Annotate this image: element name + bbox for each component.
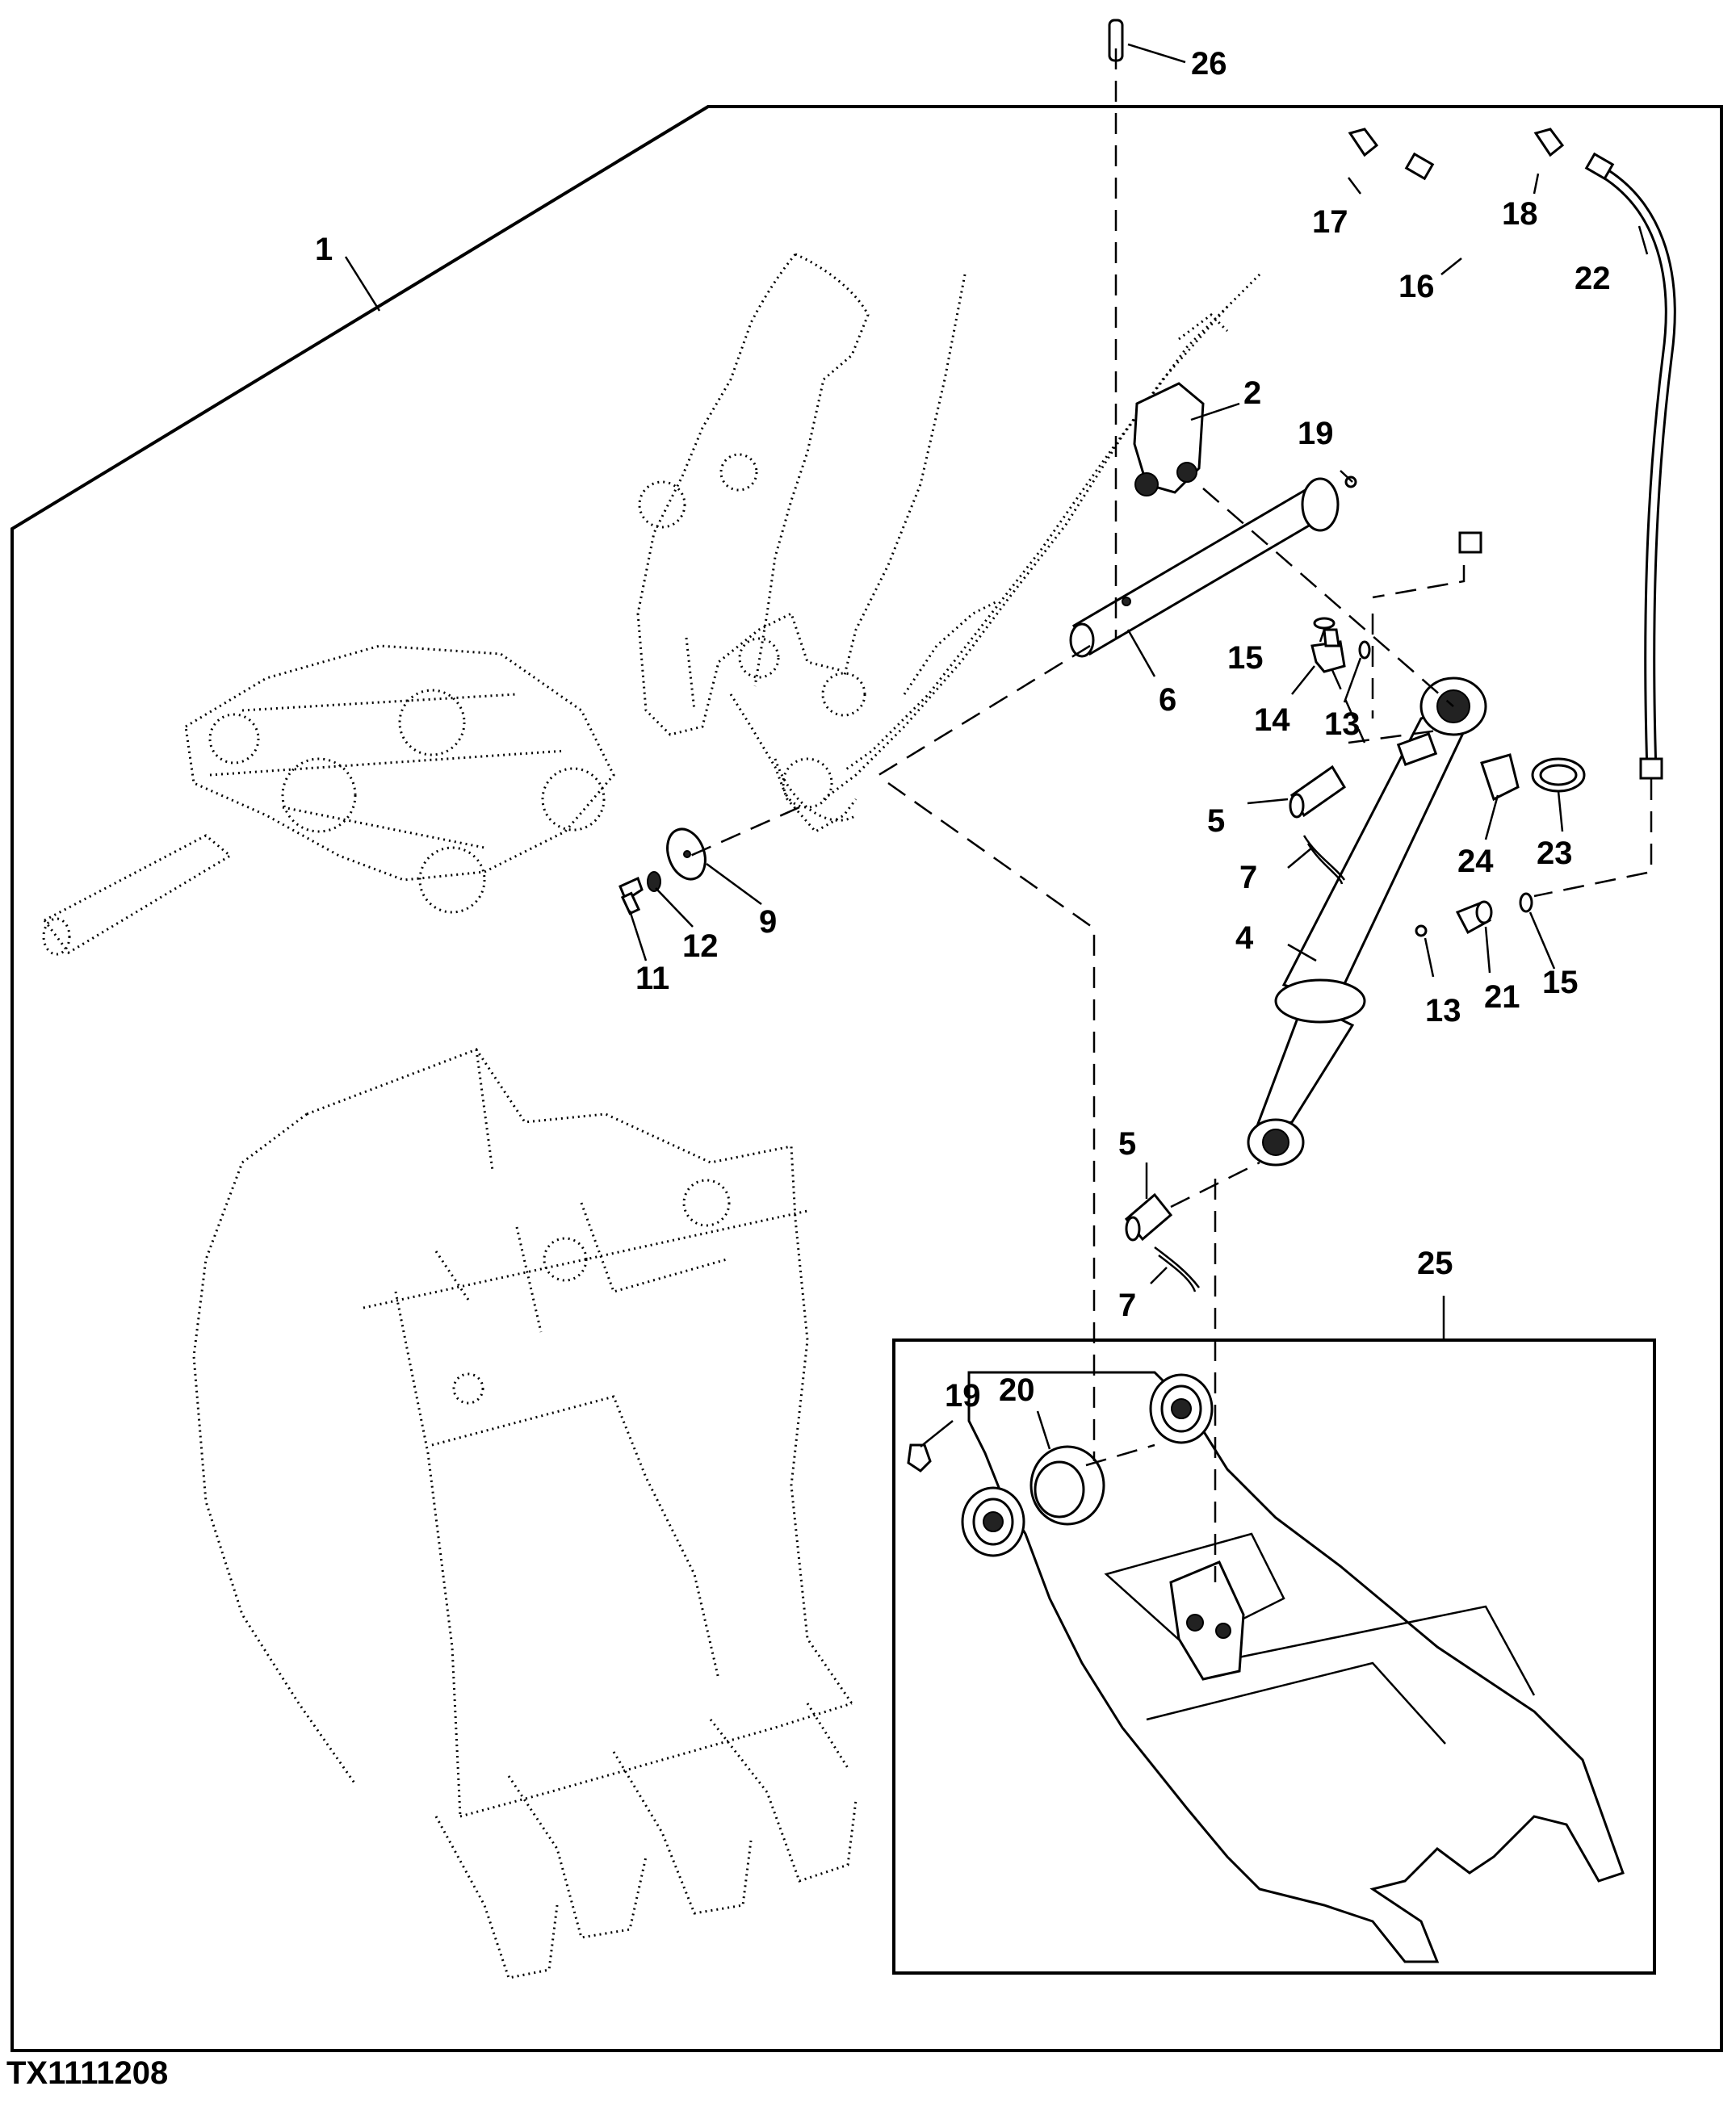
bushing-20 [1029, 1445, 1105, 1526]
callout-labels: 26 1 2 19 6 17 16 18 22 15 14 13 5 7 24 … [315, 46, 1611, 1414]
callout-15-upper: 15 [1227, 640, 1264, 676]
callout-19-lower: 19 [945, 1378, 981, 1414]
callout-6: 6 [1159, 682, 1176, 718]
callout-7-upper: 7 [1239, 860, 1257, 895]
callout-18: 18 [1502, 196, 1538, 232]
callout-13-upper: 13 [1324, 706, 1361, 742]
bolt-11 [619, 876, 644, 915]
grease-fitting-18 [1533, 128, 1565, 157]
pin-5-upper [1289, 765, 1347, 819]
callout-11: 11 [635, 961, 669, 996]
callout-1: 1 [315, 232, 333, 267]
callout-4: 4 [1235, 920, 1254, 956]
o-ring-15-lower [1519, 892, 1533, 913]
o-ring-13-upper [1358, 640, 1371, 660]
callout-19-upper: 19 [1298, 416, 1334, 451]
callout-12: 12 [682, 928, 719, 964]
callout-9: 9 [759, 904, 777, 940]
quick-coupler-context [42, 644, 615, 956]
callout-7-lower: 7 [1118, 1288, 1136, 1323]
washer-9 [666, 827, 707, 881]
callout-5-upper: 5 [1207, 803, 1225, 839]
callout-21: 21 [1484, 979, 1520, 1015]
pin-6 [1069, 477, 1340, 658]
o-ring-15-upper [1313, 617, 1336, 630]
grease-fitting-17 [1348, 128, 1379, 157]
boom-stick-context [636, 253, 1261, 833]
callout-23: 23 [1537, 836, 1573, 871]
pin-5-lower [1124, 1192, 1173, 1242]
callout-16: 16 [1398, 269, 1435, 304]
o-ring-13-lower [1415, 924, 1428, 937]
hose-22 [1584, 152, 1676, 780]
callout-14: 14 [1254, 702, 1290, 738]
kit-outline-frame [10, 105, 1723, 2052]
callout-2: 2 [1243, 375, 1261, 411]
clip-7-upper [1302, 835, 1346, 885]
callout-17: 17 [1312, 204, 1348, 240]
callout-20: 20 [999, 1372, 1035, 1408]
callout-5-lower: 5 [1118, 1126, 1136, 1162]
clamp-half-24 [1480, 753, 1520, 802]
cylinder-4 [1247, 677, 1487, 1167]
washer-12 [647, 871, 661, 892]
leader-lines [344, 43, 1649, 1450]
figure-id: TX1111208 [6, 2055, 169, 2091]
hose-16 [1404, 152, 1487, 554]
callout-22: 22 [1575, 261, 1611, 296]
link-inset-box [892, 1338, 1656, 1975]
callout-25: 25 [1417, 1246, 1453, 1281]
bracket-2 [1133, 382, 1205, 496]
bucket-context [192, 1048, 858, 1979]
fitting-21 [1455, 900, 1493, 935]
grease-fitting-19-lower [907, 1443, 932, 1473]
callout-13-lower: 13 [1425, 993, 1461, 1028]
clip-7-lower [1154, 1246, 1200, 1292]
clamp-23 [1531, 757, 1586, 793]
link-25 [961, 1371, 1625, 1963]
callout-15-lower: 15 [1542, 965, 1579, 1000]
elbow-14 [1310, 628, 1346, 673]
callout-24: 24 [1457, 844, 1494, 879]
assembly-lines [690, 48, 1653, 1582]
callout-26: 26 [1191, 46, 1227, 82]
